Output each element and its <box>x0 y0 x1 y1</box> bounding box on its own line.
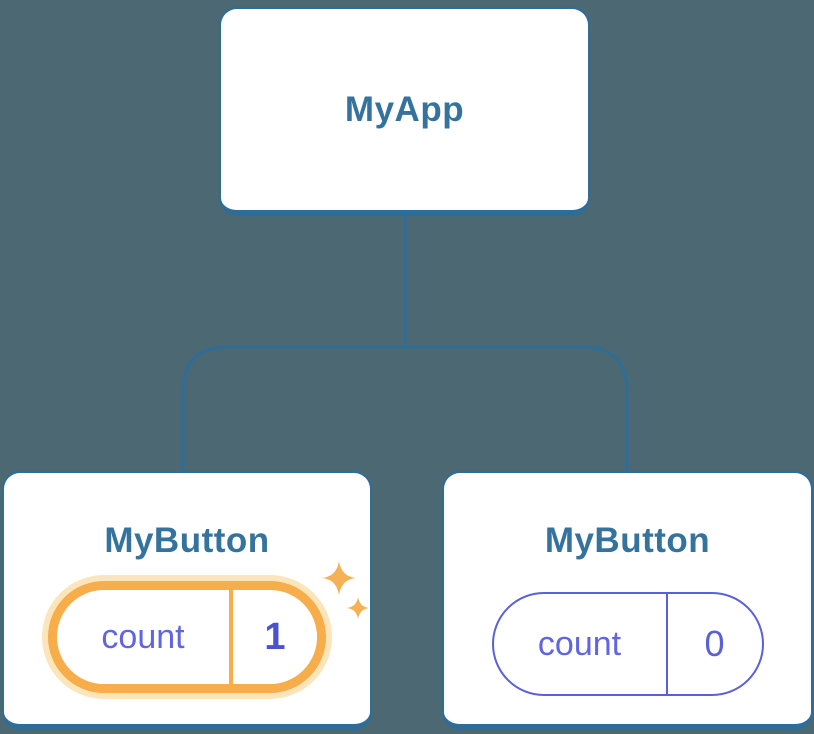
state-value-section: 1 <box>233 590 317 684</box>
state-key-label: count <box>537 624 622 663</box>
component-node-mybutton-1: MyButton count 1 <box>2 471 372 730</box>
state-value-section: 0 <box>668 594 762 694</box>
state-key-label: count <box>101 617 185 656</box>
component-name: MyButton <box>104 521 270 560</box>
state-key-section: count <box>494 594 668 694</box>
component-node-mybutton-2: MyButton count 0 <box>442 471 813 730</box>
state-value: 0 <box>704 623 725 664</box>
state-pill: count 0 <box>491 592 764 696</box>
state-key-section: count <box>57 590 233 684</box>
component-name: MyApp <box>344 89 465 129</box>
state-pill: count 1 <box>57 590 317 684</box>
component-node-myapp: MyApp <box>219 7 590 216</box>
state-pill-highlight-ring: count 1 <box>48 581 326 693</box>
state-pill-highlight-glow: count 1 <box>42 575 332 699</box>
state-value: 1 <box>264 615 286 658</box>
component-name: MyButton <box>544 521 711 560</box>
sparkles-icon <box>322 561 369 619</box>
